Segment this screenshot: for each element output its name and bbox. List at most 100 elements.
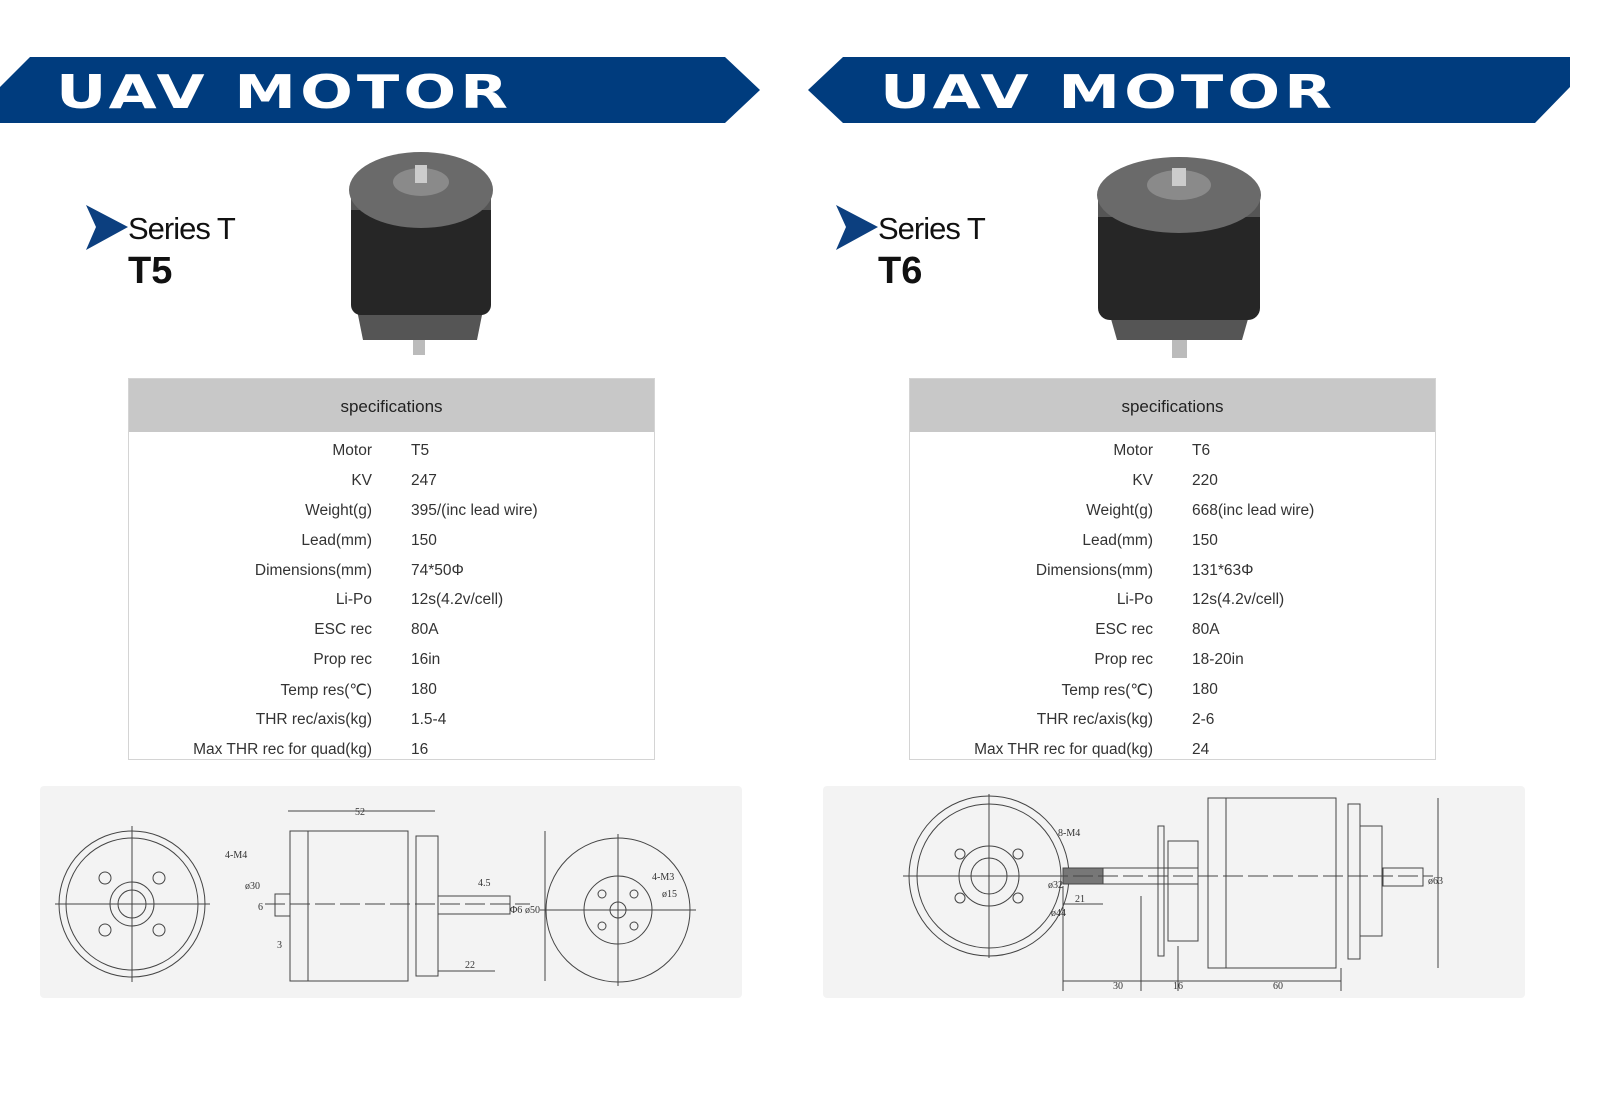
spec-value: 668(inc lead wire) <box>1192 501 1315 519</box>
spec-label: Weight(g) <box>1086 501 1153 519</box>
dim-d2: ø15 <box>662 889 677 900</box>
dim-thread: 21 <box>1075 894 1085 905</box>
side-view <box>265 810 546 982</box>
dim-shaft: 6 <box>258 902 263 913</box>
spec-row: Motor T5 <box>129 436 654 466</box>
front-view <box>55 826 210 982</box>
banner-title: UAV MOTOR <box>56 65 513 119</box>
spec-label: Weight(g) <box>305 501 372 519</box>
spec-header: specifications <box>129 379 654 432</box>
spec-label: Li-Po <box>1116 591 1153 609</box>
technical-drawing: 52 4-M4 ø30 6 3 4.5 Φ6 ø50 22 4-M3 ø15 <box>40 786 742 998</box>
spec-label: Temp res(℃) <box>280 682 372 700</box>
panel-t6: UAV MOTOR Series T T6 specifications Mot… <box>780 0 1580 1093</box>
spec-value: T6 <box>1192 442 1211 459</box>
spec-value: 74*50Φ <box>411 561 464 579</box>
banner-shape <box>0 57 760 123</box>
spec-value: 12s(4.2v/cell) <box>1192 591 1285 609</box>
dim-length: 52 <box>355 807 365 818</box>
spec-row: Temp res(℃) 180 <box>910 675 1435 705</box>
arrow-icon <box>86 205 128 250</box>
dim-c: 60 <box>1273 981 1283 992</box>
banner-title: UAV MOTOR <box>880 65 1337 119</box>
spec-value: 150 <box>411 531 437 549</box>
spec-label: Lead(mm) <box>301 531 372 549</box>
spec-row: Prop rec 16in <box>129 645 654 675</box>
technical-drawing: 8-M4 ø32 ø44 21 ø63 30 16 60 <box>823 786 1525 998</box>
spec-label: ESC rec <box>1095 621 1153 639</box>
spec-value: 395/(inc lead wire) <box>411 501 538 519</box>
spec-value: T5 <box>411 442 430 459</box>
spec-value: 24 <box>1192 740 1210 758</box>
spec-label: Lead(mm) <box>1082 531 1153 549</box>
spec-row: Weight(g) 668(inc lead wire) <box>910 496 1435 526</box>
motor-image <box>1097 157 1261 358</box>
spec-value: 12s(4.2v/cell) <box>411 591 504 609</box>
spec-row: Dimensions(mm)131*63Φ <box>910 556 1435 586</box>
spec-row: Dimensions(mm) 74*50Φ <box>129 556 654 586</box>
spec-row: ESC rec 80A <box>910 615 1435 645</box>
dim-offset: 3 <box>277 940 282 951</box>
spec-label: THR rec/axis(kg) <box>1036 711 1153 729</box>
dim-outer-dia: ø50 <box>525 905 540 916</box>
panel-t5: UAV MOTOR Series T T5 specifications Mot… <box>0 57 765 998</box>
spec-label: Dimensions(mm) <box>254 561 372 579</box>
spec-value: 220 <box>1192 471 1218 489</box>
dim-d1: ø32 <box>1048 880 1063 891</box>
spec-row: KV 247 <box>129 466 654 496</box>
spec-value: 16in <box>411 651 441 669</box>
dim-holes: 4-M4 <box>225 850 247 861</box>
spec-label: THR rec/axis(kg) <box>255 711 372 729</box>
dim-a: 30 <box>1113 981 1123 992</box>
spec-label: Dimensions(mm) <box>1035 561 1153 579</box>
banner: UAV MOTOR <box>808 57 1570 123</box>
series-name: Series T <box>878 211 986 246</box>
spec-row: Max THR rec for quad(kg) 24 <box>910 735 1435 765</box>
spec-label: Max THR rec for quad(kg) <box>193 740 372 758</box>
spec-label: Motor <box>1113 442 1153 459</box>
spec-label: Motor <box>332 442 372 459</box>
spec-label: KV <box>1132 471 1153 489</box>
model-name: T6 <box>878 250 923 292</box>
spec-label: KV <box>351 471 372 489</box>
spec-row: Temp res(℃) 180 <box>129 675 654 705</box>
spec-value: 18-20in <box>1192 651 1244 669</box>
spec-value: 80A <box>411 621 439 639</box>
spec-value: 80A <box>1192 621 1220 639</box>
spec-label: Li-Po <box>335 591 372 609</box>
dim-holes: 8-M4 <box>1058 828 1080 839</box>
spec-value: 247 <box>411 471 437 489</box>
spec-label: Max THR rec for quad(kg) <box>974 740 1153 758</box>
rear-view <box>540 834 696 986</box>
spec-row: ESC rec 80A <box>129 615 654 645</box>
dim-holes2: 4-M3 <box>652 872 674 883</box>
spec-value: 150 <box>1192 531 1218 549</box>
dim-b: 16 <box>1173 981 1183 992</box>
dim-outer-dia: ø63 <box>1428 876 1443 887</box>
dim-shaft-len: 22 <box>465 960 475 971</box>
spec-value: 180 <box>411 681 437 699</box>
spec-row: THR rec/axis(kg)2-6 <box>910 705 1435 735</box>
dim-key: 4.5 <box>478 878 491 889</box>
spec-label: Prop rec <box>1094 651 1153 669</box>
banner: UAV MOTOR <box>0 57 765 123</box>
dim-d2: ø44 <box>1051 908 1066 919</box>
spec-value: 16 <box>411 740 429 758</box>
spec-label: Temp res(℃) <box>1061 682 1153 700</box>
dim-shaft-dia: Φ6 <box>510 905 522 916</box>
spec-row: Max THR rec for quad(kg) 16 <box>129 735 654 765</box>
spec-label: ESC rec <box>314 621 372 639</box>
banner-shape <box>808 57 1570 123</box>
spec-row: Motor T6 <box>910 436 1435 466</box>
dim-d1: ø30 <box>245 881 260 892</box>
spec-value: 1.5-4 <box>411 711 447 729</box>
spec-row: Li-Po 12s(4.2v/cell) <box>910 585 1435 615</box>
spec-label: Prop rec <box>313 651 372 669</box>
spec-row: Weight(g) 395/(inc lead wire) <box>129 496 654 526</box>
spec-row: Li-Po 12s(4.2v/cell) <box>129 585 654 615</box>
motor-image <box>349 152 493 355</box>
spec-value: 180 <box>1192 681 1218 699</box>
series-name: Series T <box>128 211 236 246</box>
